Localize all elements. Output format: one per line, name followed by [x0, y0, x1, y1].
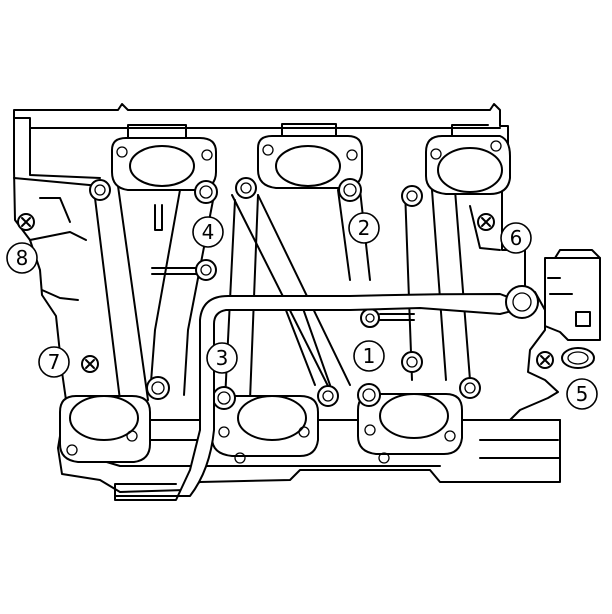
bolt-4 [194, 180, 218, 204]
stub-details [151, 204, 415, 321]
callout-5: 5 [566, 378, 598, 410]
callout-6-label: 6 [510, 226, 523, 250]
bolt-upper-right [401, 185, 423, 207]
bolt-2 [338, 178, 362, 202]
bolt-1 [357, 383, 381, 407]
right-bracket [544, 249, 601, 369]
stud-8 [17, 213, 35, 231]
bolt-3 [212, 386, 236, 410]
bolts [17, 177, 554, 410]
callout-8: 8 [6, 242, 38, 274]
bolt-upper-mid [235, 177, 257, 199]
callout-6: 6 [500, 222, 532, 254]
bolt-mid-center [360, 308, 380, 328]
callout-3: 3 [206, 342, 238, 374]
callout-2-label: 2 [358, 216, 371, 240]
callout-4: 4 [192, 216, 224, 248]
bolt-lower-right [459, 377, 481, 399]
callout-8-label: 8 [16, 246, 29, 270]
bolt-lower-center [317, 385, 339, 407]
stud-5 [536, 351, 554, 369]
callout-3-label: 3 [216, 346, 229, 370]
callout-4-label: 4 [202, 220, 215, 244]
top-flanges [111, 123, 511, 195]
callout-7-label: 7 [48, 350, 61, 374]
callout-2: 2 [348, 212, 380, 244]
stud-7 [81, 355, 99, 373]
bottom-flanges [59, 393, 463, 464]
callout-1: 1 [353, 340, 385, 372]
callout-7: 7 [38, 346, 70, 378]
callout-1-label: 1 [363, 344, 376, 368]
vacuum-tube [114, 285, 539, 501]
bolt-lower-left [146, 376, 170, 400]
bolt-upper-left [89, 179, 111, 201]
callout-5-label: 5 [576, 382, 589, 406]
bolt-lower-mid [401, 351, 423, 373]
stud-6 [477, 213, 495, 231]
bolt-mid-left [195, 259, 217, 281]
intake-runners [93, 185, 501, 401]
callouts: 1 2 3 4 5 6 7 8 [6, 212, 598, 410]
